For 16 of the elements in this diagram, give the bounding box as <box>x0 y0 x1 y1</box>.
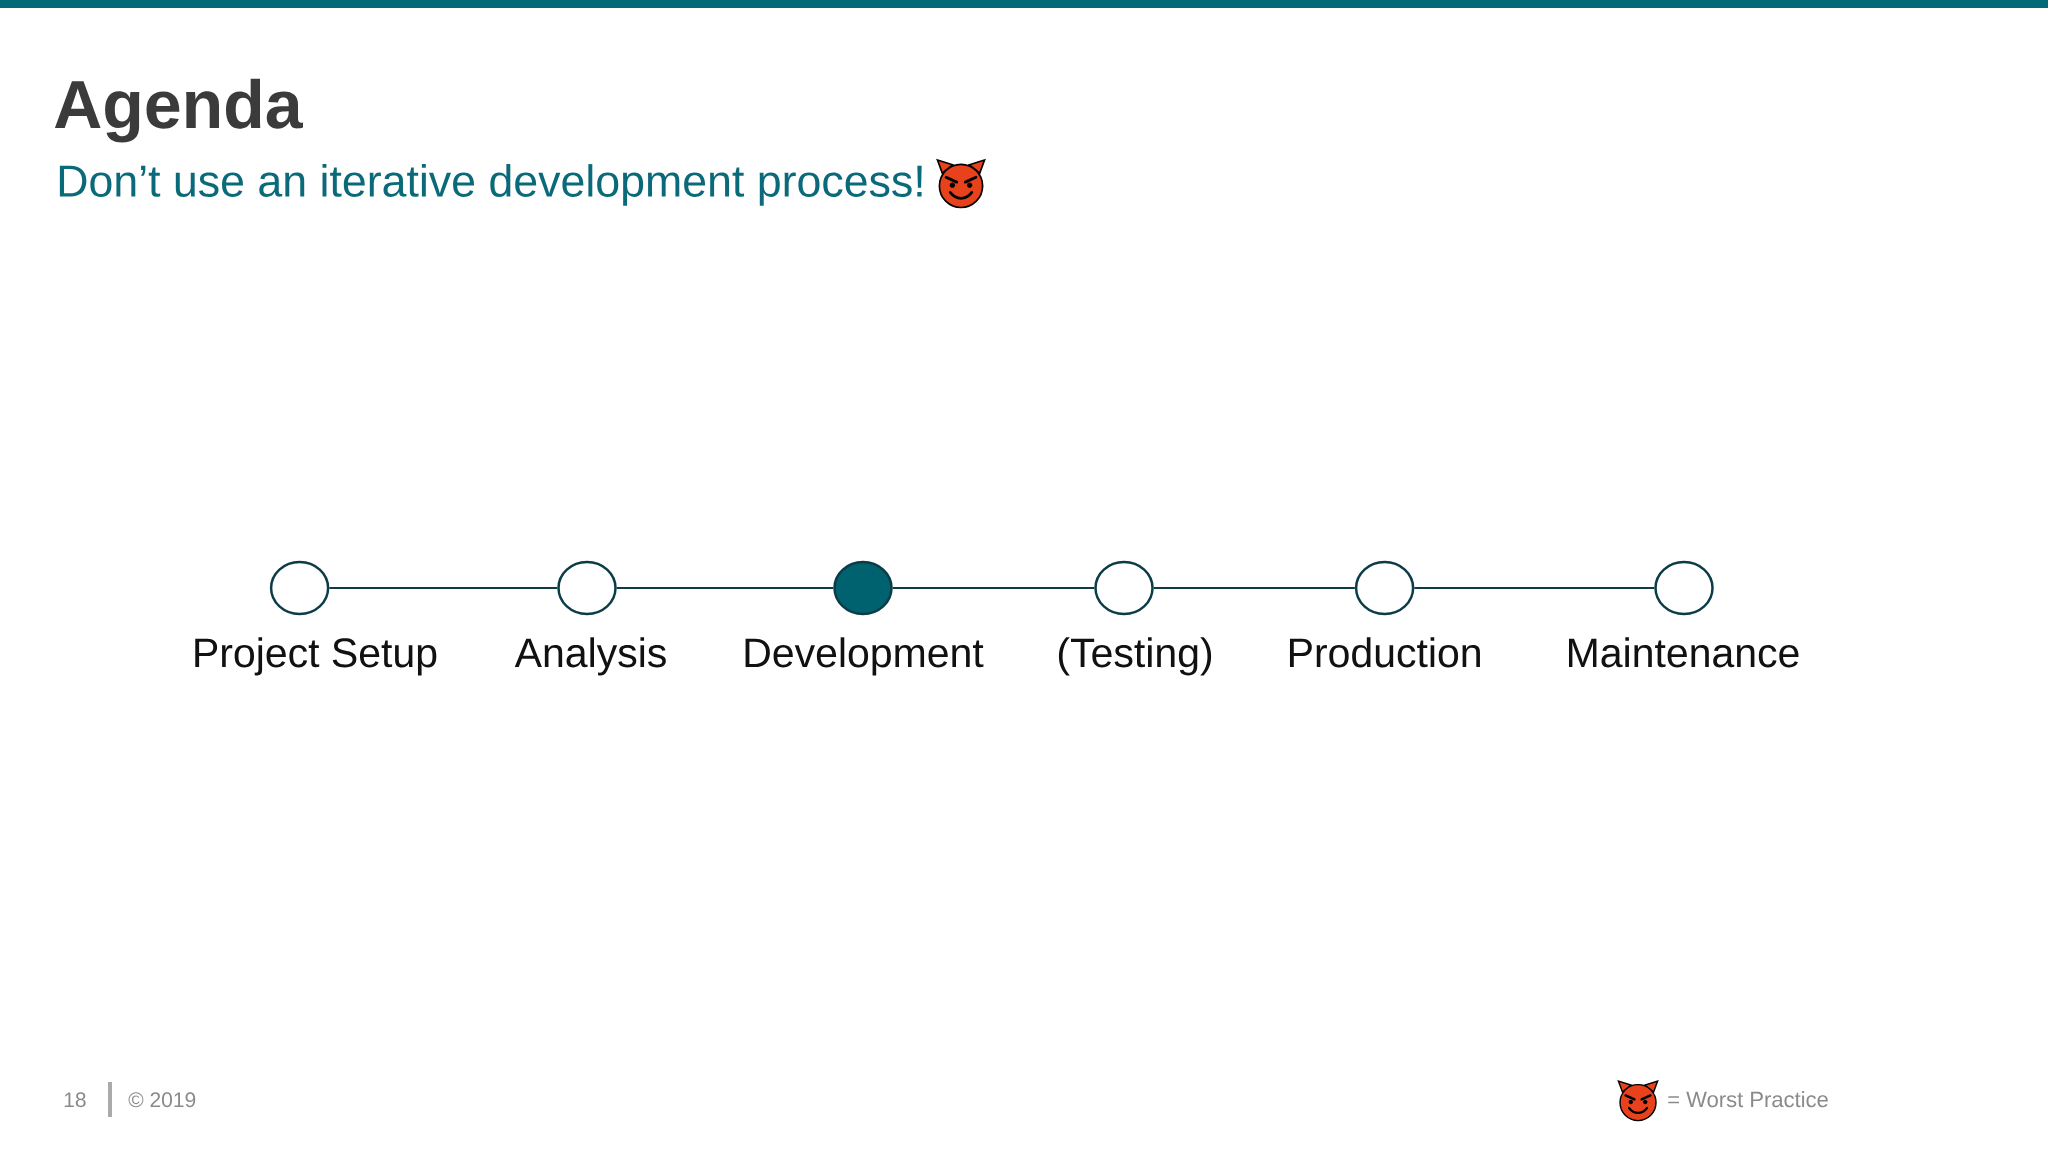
stage-label: Production <box>1289 637 1480 668</box>
connector-line <box>892 586 1095 590</box>
legend-text: = Worst Practice <box>1668 1091 1828 1108</box>
connector-line <box>329 586 558 590</box>
stage-label: (Testing) <box>1058 637 1212 676</box>
stage-label: Maintenance <box>1569 637 1799 668</box>
stage-label: Project Setup <box>195 637 437 676</box>
stage-label: Analysis <box>514 637 666 676</box>
slide-title: Agenda <box>54 78 303 143</box>
stage-label: Development <box>745 637 984 676</box>
copyright-text: © 2019 <box>128 1092 196 1108</box>
connector-line <box>1414 586 1655 590</box>
subtitle: Don’t use an iterative development process! <box>59 164 922 206</box>
connector-line <box>616 586 834 590</box>
page-number: 18 <box>64 1092 86 1108</box>
connector-line <box>1153 586 1355 590</box>
